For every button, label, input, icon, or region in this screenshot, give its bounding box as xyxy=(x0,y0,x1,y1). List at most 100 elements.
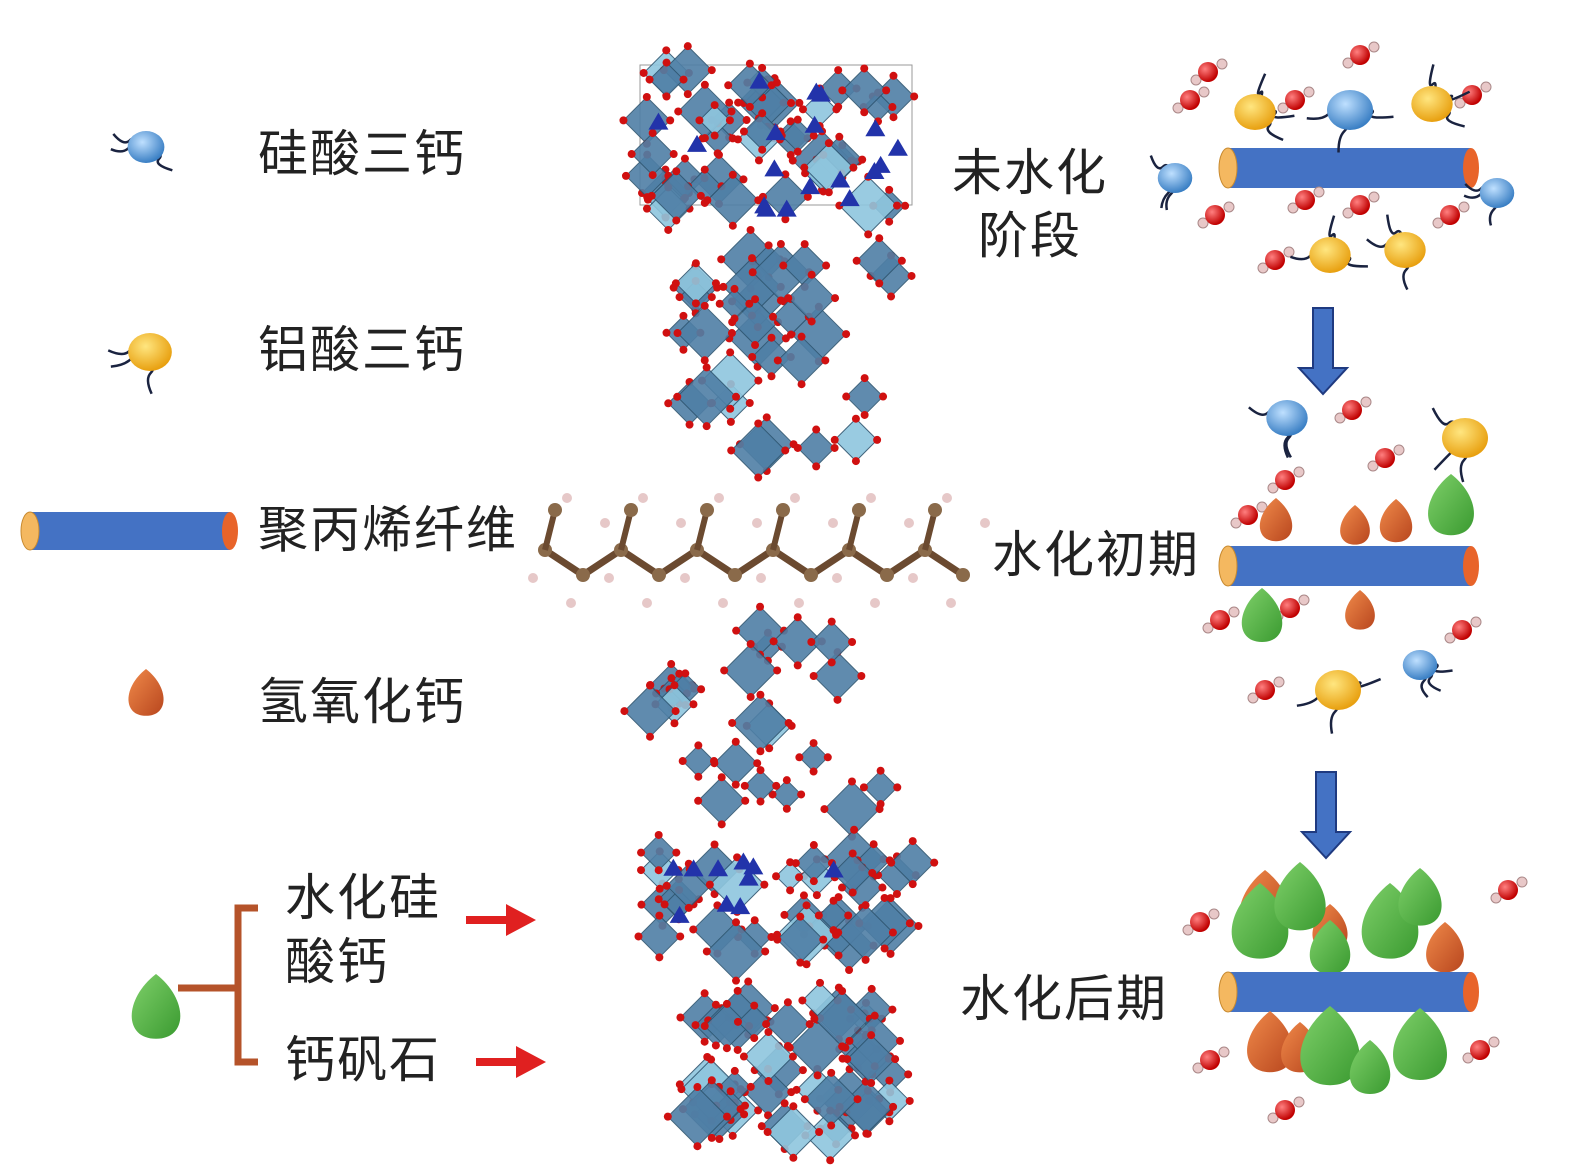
oxygen-atom xyxy=(772,872,781,881)
carbon-atom xyxy=(548,503,562,517)
oxygen-atom xyxy=(751,295,760,304)
oxygen-atom xyxy=(702,947,711,956)
oxygen-atom xyxy=(782,804,791,813)
silicate-tetrahedron xyxy=(648,112,669,130)
oxygen-atom xyxy=(767,81,776,90)
oxygen-atom xyxy=(844,911,853,920)
oxygen-atom xyxy=(645,75,654,84)
oxygen-atom xyxy=(819,935,828,944)
carbon-atom xyxy=(652,568,666,582)
oxygen-atom xyxy=(621,171,630,180)
hydrogen xyxy=(1293,1096,1305,1108)
water-molecule-icon xyxy=(1267,1096,1305,1124)
oxygen-atom xyxy=(707,293,716,302)
hydrogen-atom xyxy=(980,518,990,528)
oxygen-atom xyxy=(814,911,823,920)
fiber-end xyxy=(1218,971,1238,1013)
oxygen-atom xyxy=(859,783,868,792)
hydrogen-atom xyxy=(752,518,762,528)
water-molecule-icon xyxy=(1197,201,1235,229)
oxygen-atom xyxy=(707,1076,716,1085)
oxygen-atom xyxy=(875,279,884,288)
oxygen-atom xyxy=(744,977,753,986)
carbon-atom xyxy=(852,503,866,517)
oxygen-atom xyxy=(754,376,763,385)
water-molecule-icon xyxy=(1267,466,1305,494)
oxygen-atom xyxy=(758,63,767,72)
label-aft: 钙矾石 xyxy=(285,1031,441,1089)
oxygen-atom xyxy=(901,201,910,210)
oxygen-atom xyxy=(722,999,731,1008)
oxygen-atom xyxy=(663,1112,672,1121)
oxygen-atom xyxy=(654,866,663,875)
oxygen-atom xyxy=(782,776,791,785)
oxygen-atom xyxy=(853,1095,862,1104)
oxygen-atom xyxy=(697,685,706,694)
oxygen-atom xyxy=(885,217,894,226)
oxygen-atom xyxy=(893,783,902,792)
oxygen-atom xyxy=(861,901,870,910)
oxygen-atom xyxy=(848,849,857,858)
oxygen-atom xyxy=(773,935,782,944)
oxygen-atom xyxy=(733,986,742,995)
c3s-particle-icon xyxy=(1463,178,1515,226)
oxygen-atom xyxy=(860,64,869,73)
oxygen-atom xyxy=(700,1022,709,1031)
hydration-stage-illustrations xyxy=(1149,41,1528,1124)
oxygen-atom xyxy=(860,108,869,117)
oxygen-atom xyxy=(848,888,857,897)
oxygen-atom xyxy=(753,759,762,768)
oxygen-atom xyxy=(769,637,778,646)
fiber-body xyxy=(1228,972,1471,1012)
oxygen-atom xyxy=(758,145,767,154)
oxygen-atom xyxy=(694,772,703,781)
oxygen-atom xyxy=(683,90,692,99)
oxygen-atom xyxy=(888,103,897,112)
c3a-crystal-structure xyxy=(662,225,916,482)
oxygen-atom xyxy=(886,894,895,903)
oxygen-atom xyxy=(637,900,646,909)
hydrogen xyxy=(1198,86,1210,98)
oxygen-atom xyxy=(664,225,673,234)
oxygen xyxy=(1198,62,1218,82)
oxygen-atom xyxy=(726,417,735,426)
hydrogen xyxy=(1444,632,1456,644)
oxygen-atom xyxy=(770,1004,779,1013)
oxygen-atom xyxy=(807,270,816,279)
oxygen-atom xyxy=(838,1042,847,1051)
oxygen-atom xyxy=(754,419,763,428)
oxygen-atom xyxy=(655,911,664,920)
hydration-product-icon xyxy=(131,974,181,1039)
oxygen-atom xyxy=(748,352,757,361)
oxygen xyxy=(1190,912,1210,932)
oxygen-atom xyxy=(776,296,785,305)
oxygen-atom xyxy=(662,881,671,890)
silicate-tetrahedron xyxy=(730,897,751,915)
hydrogen-atom xyxy=(714,493,724,503)
oxygen-atom xyxy=(705,880,714,889)
silicate-tetrahedron xyxy=(830,170,851,188)
csh-particle xyxy=(1349,1040,1391,1094)
oxygen-atom xyxy=(781,446,790,455)
c3s-particle-icon xyxy=(1149,155,1193,211)
oxygen-atom xyxy=(673,329,682,338)
oxygen-atom xyxy=(676,932,685,941)
oxygen-atom xyxy=(793,613,802,622)
oxygen-atom xyxy=(680,154,689,163)
oxygen-atom xyxy=(669,150,678,159)
hydrogen xyxy=(1368,41,1380,53)
oxygen-atom xyxy=(717,773,726,782)
oxygen-atom xyxy=(813,1071,822,1080)
hydrogen xyxy=(1516,876,1528,888)
hydrogen xyxy=(1360,396,1372,408)
water-molecule-icon xyxy=(1172,86,1210,114)
oxygen-atom xyxy=(754,1106,763,1115)
polyhedron xyxy=(797,428,836,468)
hydrogen xyxy=(1313,186,1325,198)
oxygen-atom xyxy=(711,279,720,288)
oxygen-atom xyxy=(703,196,712,205)
oxygen-atom xyxy=(700,356,709,365)
oxygen-atom xyxy=(800,163,809,172)
oxygen-atom xyxy=(745,59,754,68)
oxygen-atom xyxy=(885,1076,894,1085)
